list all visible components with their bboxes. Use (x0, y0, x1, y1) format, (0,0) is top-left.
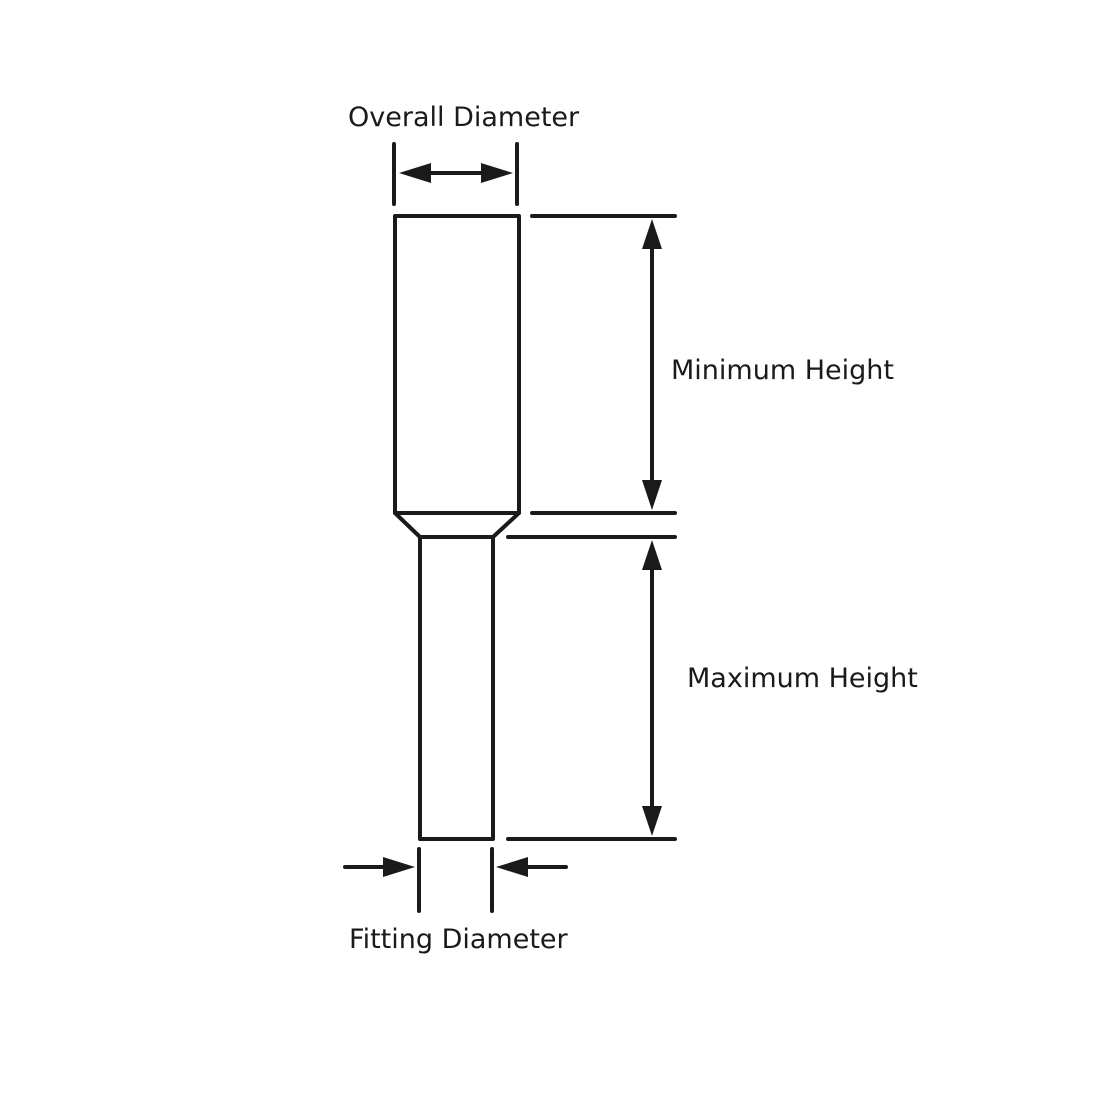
fitting-shank (418, 535, 495, 841)
upper-body (393, 214, 521, 515)
arrowhead-right-icon (383, 857, 415, 877)
arrowhead-up-icon (642, 540, 662, 570)
arrowhead-left-icon (496, 857, 528, 877)
overall-diameter-label: Overall Diameter (348, 102, 580, 133)
arrowhead-down-icon (642, 806, 662, 836)
arrowhead-up-icon (642, 219, 662, 249)
maximum-height-label: Maximum Height (687, 663, 918, 694)
fitting-diameter-label: Fitting Diameter (349, 924, 568, 955)
minimum-height-label: Minimum Height (671, 355, 894, 386)
arrowhead-left-icon (399, 163, 431, 183)
arrowhead-right-icon (481, 163, 513, 183)
arrowhead-down-icon (642, 480, 662, 510)
chamfer (393, 511, 521, 539)
